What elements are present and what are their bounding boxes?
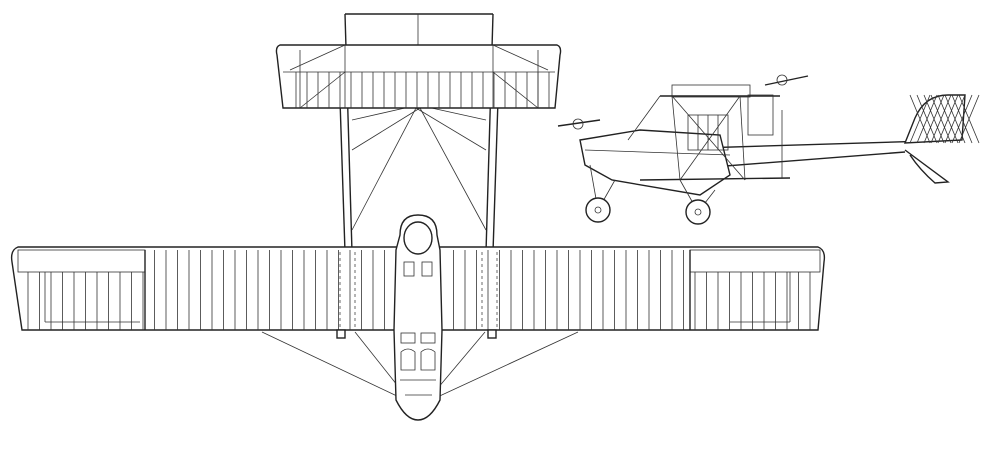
main-wheel (685, 199, 711, 225)
rib-line (909, 94, 931, 144)
nose-wheel (585, 197, 611, 223)
tail-fin-hatching (909, 94, 980, 144)
wing-ribs (27, 250, 811, 330)
side-view (557, 74, 980, 225)
rib-line (916, 94, 938, 144)
rib-line (951, 94, 973, 144)
rib-line (937, 94, 959, 144)
rib-line (923, 94, 945, 144)
nacelle (393, 214, 443, 421)
rib-line (958, 94, 980, 144)
tailplane (275, 44, 562, 109)
plan-view (10, 13, 826, 421)
rib-line (930, 94, 952, 144)
rib-line (944, 94, 966, 144)
tail-fin (903, 94, 966, 144)
